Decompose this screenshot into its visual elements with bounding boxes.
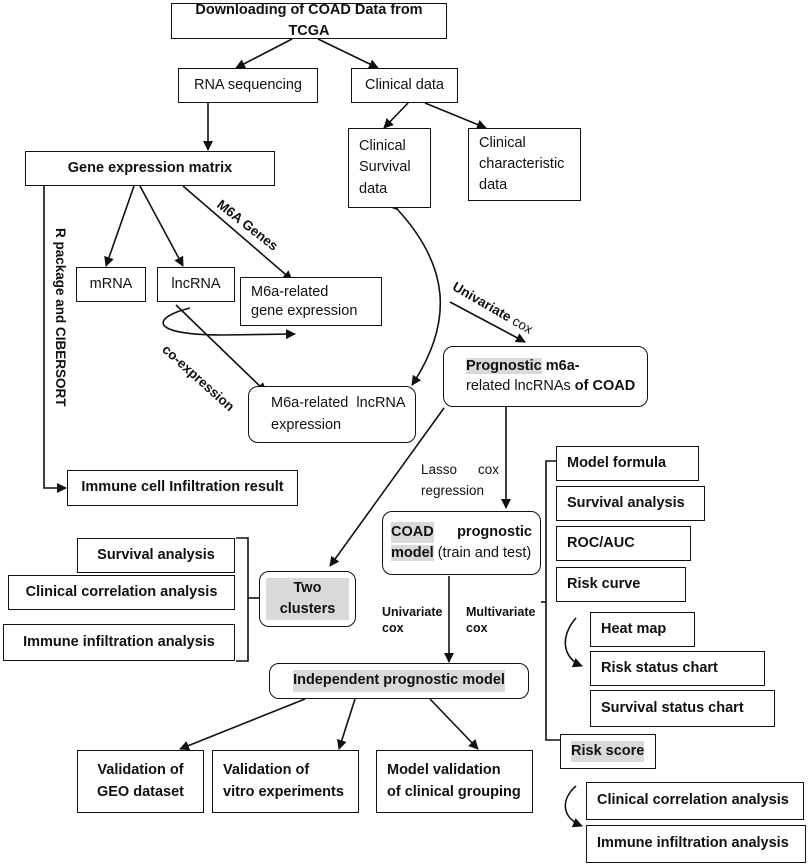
arrow-independent-to-geo [179, 698, 306, 751]
arrow-clinical-to-characteristic [424, 102, 487, 130]
prognostic-related-word: related lncRNAs [466, 377, 571, 394]
coad-word: COAD [391, 521, 434, 543]
lasso-word: Lasso [421, 462, 458, 477]
node-clinical-correlation-analysis: Clinical correlation analysis [586, 782, 804, 820]
m6a-gene-expr-line1: M6a-related [251, 283, 329, 300]
label-univariate-line1: Univariate [382, 605, 443, 619]
arrow-lncrna-to-m6a-lnc [175, 304, 267, 393]
node-validation-geo: Validation of GEO dataset [77, 750, 204, 813]
node-cluster-clinical-correlation: Clinical correlation analysis [8, 575, 235, 610]
clinical-char-line2: characteristic [479, 155, 565, 172]
node-two-clusters: Two clusters [259, 571, 356, 627]
coad-model-line1: COAD prognostic [391, 521, 532, 543]
arrow-download-to-clinical [317, 38, 379, 69]
arrow-survival-prognostic-bidirectional [388, 199, 442, 386]
node-cluster-survival-analysis: Survival analysis [77, 538, 235, 573]
node-heat-map: Heat map [590, 612, 695, 647]
arrow-matrix-to-m6a-expr [182, 185, 293, 281]
node-prognostic-m6a-lncrnas: Prognostic m6a- related lncRNAs of COAD [443, 346, 648, 407]
node-download-tcga: Downloading of COAD Data from TCGA [171, 2, 447, 39]
arrow-clinical-to-survival [383, 102, 409, 129]
risk-score-text: Risk score [571, 740, 645, 762]
label-multivariate-line2: cox [466, 621, 488, 635]
prognostic-coad-word: of COAD [570, 377, 636, 394]
clinical-survival-line3: data [359, 180, 388, 197]
validation-vitro-line2: vitro experiments [223, 783, 344, 800]
label-univariate-line2: cox [382, 621, 404, 635]
validation-vitro-line1: Validation of [223, 762, 310, 779]
node-model-validation-clinical: Model validation of clinical grouping [376, 750, 533, 813]
node-clinical-data: Clinical data [351, 68, 458, 103]
lasso-cox-word: cox [477, 462, 499, 477]
node-risk-status-chart: Risk status chart [590, 651, 765, 686]
m6a-gene-expr-line2: gene expression [251, 302, 358, 319]
prognostic-line1: Prognostic m6a- [466, 357, 580, 377]
independent-model-text: Independent prognostic model [293, 670, 505, 692]
node-validation-vitro: Validation of vitro experiments [212, 750, 359, 813]
arrow-matrix-to-lncrna [139, 185, 184, 267]
validation-geo-line2: GEO dataset [96, 783, 185, 800]
prognostic-word: Prognostic [466, 357, 542, 374]
arrow-r-package [43, 186, 67, 493]
node-cluster-immune-infiltration: Immune infiltration analysis [3, 624, 235, 661]
clinical-char-line3: data [479, 177, 508, 193]
prognostic-line2: related lncRNAs of COAD [466, 377, 635, 397]
node-lncrna: lncRNA [157, 267, 235, 302]
node-m6a-gene-expression: M6a-related gene expression [240, 277, 382, 326]
clinical-survival-line1: Clinical [359, 138, 406, 155]
clinical-survival-line2: Survival [359, 159, 411, 176]
model-validation-line1: Model validation [387, 762, 501, 779]
node-independent-prognostic-model: Independent prognostic model [269, 663, 529, 699]
coad-model-line2: model (train and test) [391, 543, 532, 564]
node-mrna: mRNA [76, 267, 146, 302]
node-roc-auc: ROC/AUC [556, 526, 691, 561]
node-immune-cell-infiltration-result: Immune cell Infiltration result [67, 470, 298, 506]
model-word: model [391, 545, 434, 561]
label-r-package-cibersort: R package and CIBERSORT [53, 228, 68, 407]
m6a-lnc-expr-line2: expression [271, 416, 342, 433]
arrow-clinical-to-immune [564, 785, 583, 828]
arrow-prognostic-to-clusters [329, 407, 445, 567]
node-m6a-lncrna-expression: M6a-related lncRNA expression [248, 386, 416, 443]
node-coad-prognostic-model: COAD prognostic model (train and test) [382, 511, 541, 575]
prognostic-m6a-word: m6a- [541, 357, 580, 374]
bracket-model-results [545, 460, 560, 741]
arrow-independent-to-validation [429, 698, 479, 750]
node-survival-status-chart: Survival status chart [590, 690, 775, 727]
arrow-matrix-to-mrna [104, 185, 135, 267]
node-clinical-survival-data: Clinical Survival data [348, 128, 431, 208]
node-survival-analysis: Survival analysis [556, 486, 705, 521]
node-gene-expression-matrix: Gene expression matrix [25, 151, 275, 186]
label-multivariate-line1: Multivariate [466, 605, 536, 619]
bracket-cluster-results [236, 537, 249, 662]
label-lasso-line2: regression [421, 483, 485, 498]
arrow-download-to-rna [235, 38, 293, 69]
node-risk-curve: Risk curve [556, 567, 686, 602]
node-immune-infiltration-analysis: Immune infiltration analysis [586, 825, 806, 863]
node-clinical-characteristic-data: Clinical characteristic data [468, 128, 581, 201]
label-lasso-line1: Lasso cox [421, 461, 499, 479]
node-rna-sequencing: RNA sequencing [178, 68, 318, 103]
train-test-text: (train and test) [433, 545, 532, 561]
clinical-char-line1: Clinical [479, 134, 526, 151]
arrow-independent-to-vitro [336, 698, 356, 750]
arrow-heatmap-to-riskstatus [564, 617, 583, 668]
two-clusters-text: Two clusters [266, 577, 349, 621]
validation-geo-line1: Validation of [97, 762, 184, 779]
prognostic-word-model: prognostic [457, 523, 532, 540]
arrow-lncrna-to-m6a-expr [162, 307, 296, 340]
arrow-univariate-cox [449, 301, 526, 343]
node-risk-score: Risk score [560, 734, 656, 769]
node-model-formula: Model formula [556, 446, 699, 481]
model-validation-line2: of clinical grouping [387, 783, 521, 800]
m6a-lnc-expr-line1: M6a-related lncRNA [271, 395, 406, 412]
